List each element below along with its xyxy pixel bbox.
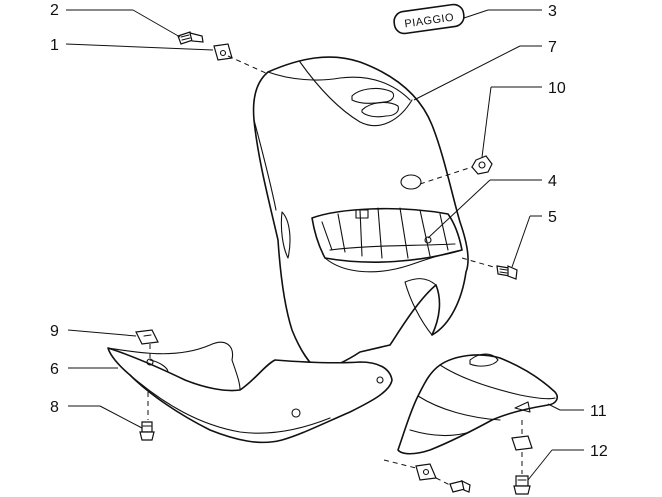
callout-9: 9 <box>50 323 59 340</box>
callout-7: 7 <box>548 39 557 56</box>
front-shield <box>252 56 469 373</box>
callout-10: 10 <box>548 80 566 97</box>
callout-6: 6 <box>50 361 59 378</box>
inner-box <box>397 353 558 455</box>
callout-5: 5 <box>548 209 557 226</box>
callout-12: 12 <box>590 443 608 460</box>
callout-11: 11 <box>590 403 607 420</box>
nut-10-icon <box>471 155 493 175</box>
screw-2-icon <box>177 31 204 45</box>
clip-9-icon <box>135 329 159 345</box>
callout-4: 4 <box>548 173 557 190</box>
callout-1: 1 <box>50 37 59 54</box>
screw-12-icon <box>513 475 531 495</box>
brand-badge: PIAGGIO <box>393 3 465 35</box>
screw-8-icon <box>139 421 155 441</box>
clip-nut-1-icon <box>213 43 233 61</box>
alignment-lines <box>147 55 523 487</box>
screw-5-icon <box>496 265 518 280</box>
screw-lower-icon <box>449 479 471 493</box>
lower-shield <box>107 341 393 444</box>
leader-lines <box>65 9 584 481</box>
callout-8: 8 <box>50 399 59 416</box>
clip-11-icon <box>511 435 533 451</box>
callout-labels: 1 2 3 4 5 6 7 8 9 10 11 12 <box>50 2 608 460</box>
callout-2: 2 <box>50 2 59 19</box>
callout-3: 3 <box>548 3 557 20</box>
clip-lower-icon <box>415 463 437 481</box>
